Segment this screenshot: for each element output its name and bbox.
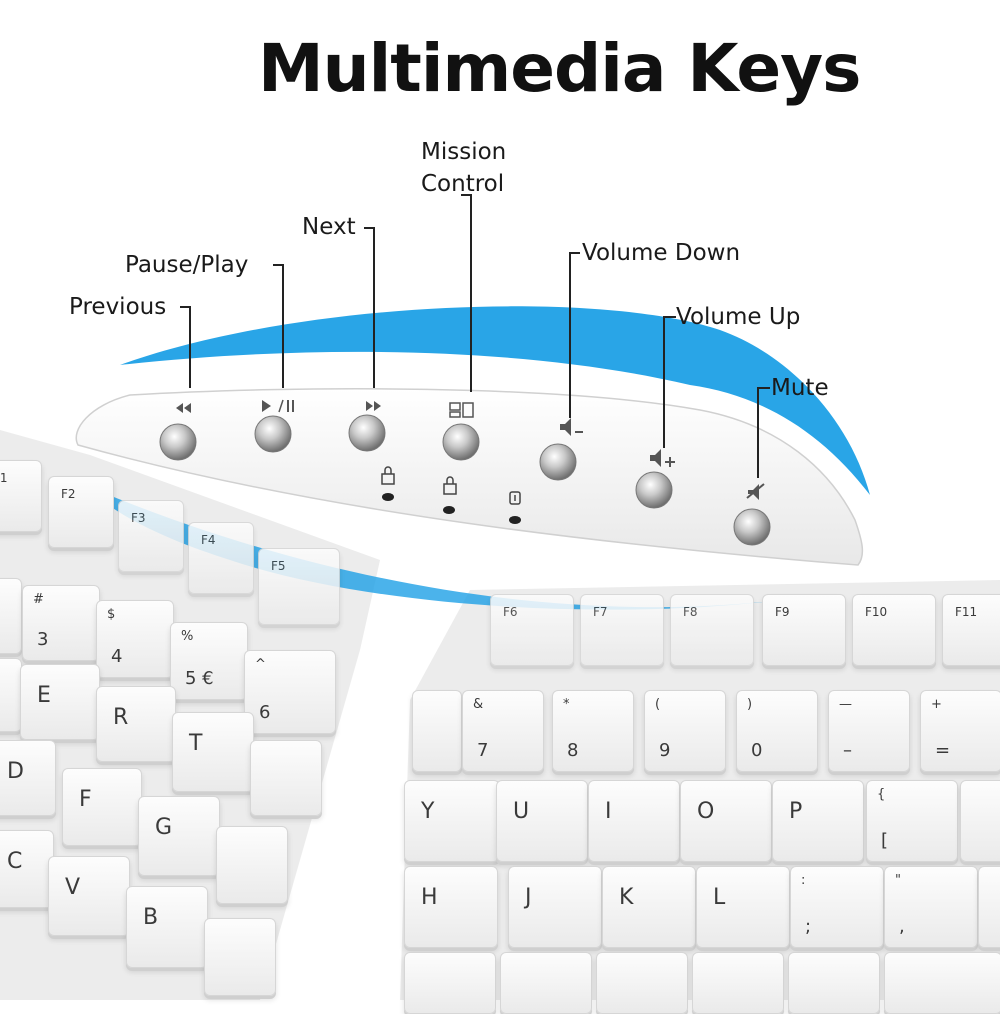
key[interactable] bbox=[960, 780, 1000, 862]
key[interactable]: B bbox=[126, 886, 208, 968]
key[interactable]: R bbox=[96, 686, 176, 762]
function-key[interactable]: F6 bbox=[490, 594, 574, 666]
mission-control-label-line2: Control bbox=[421, 171, 505, 197]
key[interactable]: C bbox=[0, 830, 54, 908]
key[interactable] bbox=[216, 826, 288, 904]
function-key[interactable]: F3 bbox=[118, 500, 184, 572]
function-key[interactable]: F10 bbox=[852, 594, 936, 666]
key[interactable] bbox=[788, 952, 880, 1014]
key[interactable] bbox=[978, 866, 1000, 948]
function-key[interactable]: F11 bbox=[942, 594, 1000, 666]
key[interactable]: :; bbox=[790, 866, 884, 948]
key[interactable]: U bbox=[496, 780, 588, 862]
key[interactable]: —– bbox=[828, 690, 910, 772]
function-key[interactable]: F2 bbox=[48, 476, 114, 548]
key[interactable] bbox=[500, 952, 592, 1014]
function-key[interactable]: F7 bbox=[580, 594, 664, 666]
key[interactable] bbox=[0, 578, 22, 654]
key[interactable]: P bbox=[772, 780, 864, 862]
upper-blue-swoosh bbox=[120, 306, 870, 495]
key[interactable]: $4 bbox=[96, 600, 174, 678]
key[interactable]: #3 bbox=[22, 585, 100, 661]
key[interactable]: Y bbox=[404, 780, 500, 862]
page-title: Multimedia Keys bbox=[258, 30, 861, 107]
function-key[interactable]: F4 bbox=[188, 522, 254, 594]
key[interactable]: ^6 bbox=[244, 650, 336, 734]
key[interactable]: &7 bbox=[462, 690, 544, 772]
key[interactable]: T bbox=[172, 712, 254, 792]
key[interactable] bbox=[692, 952, 784, 1014]
key[interactable]: E bbox=[20, 664, 100, 740]
key[interactable]: V bbox=[48, 856, 130, 936]
key[interactable] bbox=[204, 918, 276, 996]
function-key[interactable]: F8 bbox=[670, 594, 754, 666]
function-key[interactable]: F1 bbox=[0, 460, 42, 532]
next-label: Next bbox=[302, 214, 356, 240]
pause-play-label: Pause/Play bbox=[125, 252, 249, 278]
key[interactable]: O bbox=[680, 780, 772, 862]
key[interactable]: G bbox=[138, 796, 220, 876]
key[interactable] bbox=[404, 952, 496, 1014]
key[interactable]: %5 € bbox=[170, 622, 248, 700]
key[interactable] bbox=[412, 690, 462, 772]
key[interactable]: (9 bbox=[644, 690, 726, 772]
key[interactable] bbox=[884, 952, 1000, 1014]
key[interactable]: H bbox=[404, 866, 498, 948]
key[interactable] bbox=[0, 658, 22, 732]
key[interactable]: *8 bbox=[552, 690, 634, 772]
mission-control-label-line1: Mission bbox=[421, 139, 507, 165]
volume-down-label: Volume Down bbox=[582, 240, 741, 266]
previous-label: Previous bbox=[69, 294, 167, 320]
key[interactable]: )0 bbox=[736, 690, 818, 772]
mute-label: Mute bbox=[771, 375, 829, 401]
key[interactable] bbox=[250, 740, 322, 816]
key[interactable]: I bbox=[588, 780, 680, 862]
volume-up-label: Volume Up bbox=[676, 304, 801, 330]
function-key[interactable]: F9 bbox=[762, 594, 846, 666]
key[interactable] bbox=[596, 952, 688, 1014]
function-key[interactable]: F5 bbox=[258, 548, 340, 625]
key[interactable]: F bbox=[62, 768, 142, 846]
key[interactable]: ", bbox=[884, 866, 978, 948]
key[interactable]: J bbox=[508, 866, 602, 948]
key[interactable]: += bbox=[920, 690, 1000, 772]
key[interactable]: D bbox=[0, 740, 56, 816]
key[interactable]: K bbox=[602, 866, 696, 948]
key[interactable]: L bbox=[696, 866, 790, 948]
key[interactable]: {[ bbox=[866, 780, 958, 862]
